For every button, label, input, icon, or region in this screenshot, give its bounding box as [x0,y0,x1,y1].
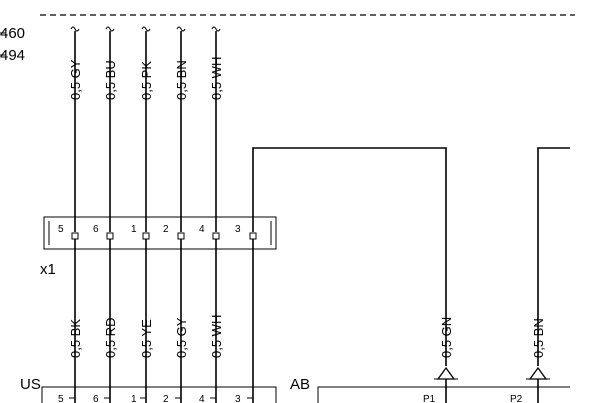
module-us-pin-number: 6 [93,394,99,403]
connector-x1-pin [249,232,257,240]
connector-x1-pin-number: 4 [199,224,205,235]
module-ab-pin-p1: P1 [423,394,436,403]
connector-x1-pin-number: 1 [131,224,137,235]
connector-x1-pin [212,232,220,240]
module-us-pin-number: 3 [235,394,241,403]
pin-p1-symbol [434,366,458,403]
connector-x1-pin [106,232,114,240]
pin-p2-symbol [526,366,550,403]
wire-label: 0,5 GY [174,317,189,358]
connector-x1-pin [142,232,150,240]
upper-wire: 0,5 BU [103,26,118,232]
module-us-pin-number: 2 [163,394,169,403]
wire-label: 0,5 WH [209,315,224,358]
connector-x1-pin [177,232,185,240]
connector-x1-pin [71,232,79,240]
lower-wire: 0,5 YE [139,239,154,403]
module-ab-box [317,386,570,403]
wire-x1-pin3-to-gn [252,147,447,366]
module-us-pin-number: 1 [131,394,137,403]
connector-x1-pin-number: 3 [235,224,241,235]
module-ab-label: AB [290,376,310,393]
connector-x1-pin-number: 2 [163,224,169,235]
wire-label: 0,5 RD [103,318,118,358]
wire-label-bn: 0,5 BN [531,318,546,358]
wire-label-gn: 0,5 GN [439,317,454,358]
module-us-box [41,386,277,403]
wire-label: 0,5 BN [174,60,189,100]
ref-number: 494 [0,47,25,64]
upper-wire-group: 0,5 GY 0,5 BU 0,5 PK 0,5 BN 0,5 WH [68,26,224,232]
connector-x1-pin-number: 6 [93,224,99,235]
ref-number: 460 [0,25,25,42]
upper-wire: 0,5 BN [174,26,189,232]
lower-wire-group: 0,5 BK 0,5 RD 0,5 YE 0,5 GY 0,5 WH [68,239,254,403]
upper-wire: 0,5 PK [139,26,154,232]
upper-wire: 0,5 WH [209,26,224,232]
wire-bn-right [537,147,570,366]
lower-wire: 0,5 RD [103,239,118,403]
module-us-label: US [20,376,41,393]
wire-label: 0,5 WH [209,57,224,100]
wire-label: 0,5 PK [139,61,154,100]
connector-x1-pin-number: 5 [58,224,64,235]
wire-label: 0,5 YE [139,319,154,358]
lower-wire: 0,5 WH [209,239,224,403]
upper-wire: 0,5 GY [68,26,83,232]
wire-label: 0,5 BK [68,319,83,358]
connector-x1-label: x1 [40,261,56,278]
wire-label: 0,5 GY [68,59,83,100]
lower-wire: 0,5 GY [174,239,189,403]
module-ab-pin-p2: P2 [510,394,523,403]
module-us-pin-number: 5 [58,394,64,403]
wire-label: 0,5 BU [103,60,118,100]
lower-wire: 0,5 BK [68,239,83,403]
connector-x1: 5 6 1 2 4 3 [43,216,277,250]
module-us-pin-number: 4 [199,394,205,403]
